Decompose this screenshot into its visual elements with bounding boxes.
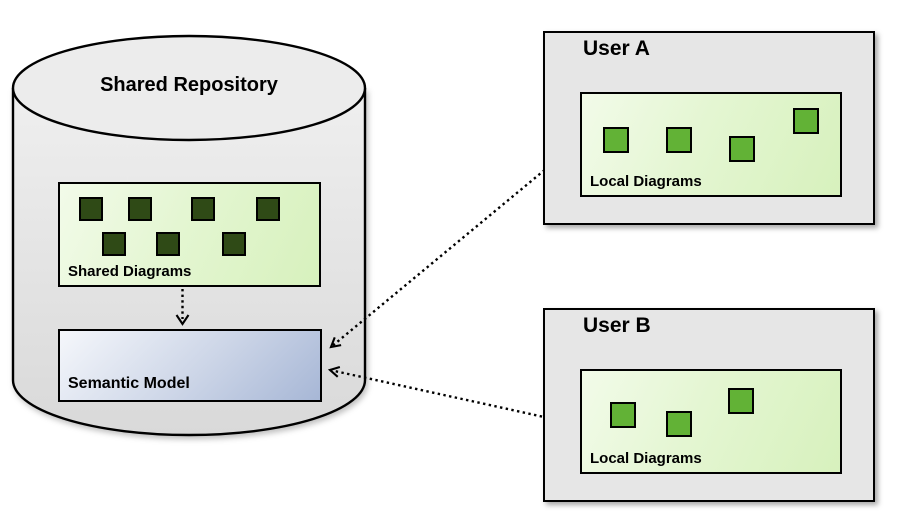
user-b-local-diagrams-label: Local Diagrams (590, 450, 702, 467)
user-a-panel: User A Local Diagrams (543, 31, 875, 225)
diagram-square (102, 232, 126, 256)
diagram-square (610, 402, 636, 428)
semantic-model-box: Semantic Model (58, 329, 322, 402)
diagram-square (191, 197, 215, 221)
user-b-title: User B (583, 314, 651, 337)
diagram-square (793, 108, 819, 134)
cylinder-top-ellipse (11, 34, 367, 142)
diagram-square (156, 232, 180, 256)
diagram-square (666, 411, 692, 437)
user-a-local-diagrams-box: Local Diagrams (580, 92, 842, 197)
arrow-shared-to-semantic (175, 289, 190, 326)
diagram-square (728, 388, 754, 414)
arrow-usera-to-semantic (329, 143, 577, 349)
user-a-local-diagrams-label: Local Diagrams (590, 173, 702, 190)
shared-diagrams-label: Shared Diagrams (68, 263, 192, 280)
diagram-square (729, 136, 755, 162)
diagram-square (128, 197, 152, 221)
connection-arrows (175, 143, 577, 426)
semantic-model-label: Semantic Model (68, 375, 190, 392)
repository-title: Shared Repository (100, 74, 278, 96)
arrow-userb-to-semantic (327, 366, 577, 426)
diagram-square (603, 127, 629, 153)
diagram-square (79, 197, 103, 221)
diagram-square (256, 197, 280, 221)
diagram-square (666, 127, 692, 153)
diagram-square (222, 232, 246, 256)
user-b-panel: User B Local Diagrams (543, 308, 875, 502)
user-a-title: User A (583, 37, 650, 60)
shared-diagrams-box: Shared Diagrams (58, 182, 321, 287)
user-b-local-diagrams-box: Local Diagrams (580, 369, 842, 474)
